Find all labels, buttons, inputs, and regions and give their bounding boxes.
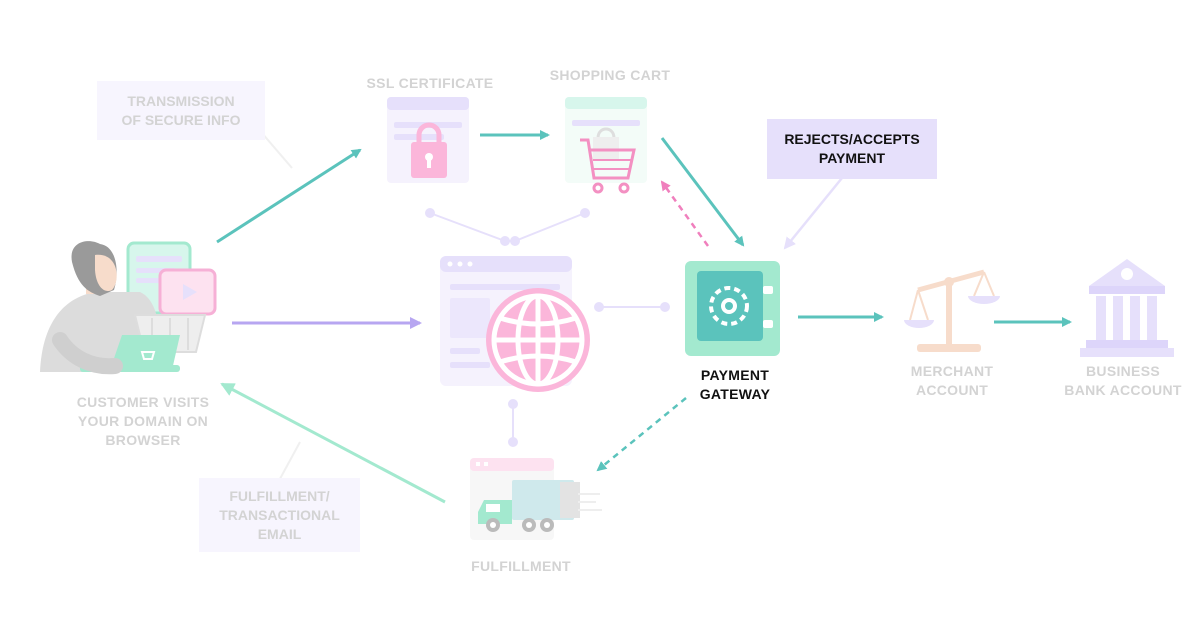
lock-icon bbox=[387, 97, 469, 183]
arrow-gateway-to-cart-dashed bbox=[660, 180, 710, 247]
shopping-cart-icon bbox=[565, 97, 647, 194]
customer-laptop-icon bbox=[40, 241, 217, 375]
delivery-truck-icon bbox=[470, 458, 602, 540]
arrow-cart-to-gateway bbox=[660, 137, 745, 247]
transmission-label-box: TRANSMISSION OF SECURE INFO bbox=[97, 81, 265, 140]
rejects-accepts-label: REJECTS/ACCEPTS PAYMENT bbox=[784, 131, 920, 166]
scales-icon bbox=[904, 269, 1000, 352]
rejects-accepts-label-box: REJECTS/ACCEPTS PAYMENT bbox=[767, 119, 937, 179]
payment-gateway-label: PAYMENT GATEWAY bbox=[699, 367, 771, 402]
fulfillment-email-label-box: FULFILLMENT/ TRANSACTIONAL EMAIL bbox=[199, 478, 360, 552]
fulfillment-email-label: FULFILLMENT/ TRANSACTIONAL EMAIL bbox=[219, 487, 340, 542]
shopping-cart-label: SHOPPING CART bbox=[549, 67, 671, 83]
globe-icon bbox=[440, 256, 590, 392]
arrow-customer-to-ssl bbox=[216, 148, 362, 244]
fulfillment-label: FULFILLMENT bbox=[471, 558, 571, 574]
customer-label: CUSTOMER VISITS YOUR DOMAIN ON BROWSER bbox=[76, 394, 210, 448]
arrow-fulfillment-to-customer bbox=[220, 382, 446, 504]
transmission-label: TRANSMISSION OF SECURE INFO bbox=[121, 92, 241, 128]
arrow-gateway-to-fulfillment-dashed bbox=[596, 397, 687, 472]
business-bank-label: BUSINESS BANK ACCOUNT bbox=[1064, 363, 1182, 398]
bank-icon bbox=[1080, 259, 1174, 357]
network-connectors bbox=[425, 208, 670, 447]
ssl-certificate-label: SSL CERTIFICATE bbox=[366, 75, 494, 91]
arrow-rejects-to-gateway bbox=[783, 177, 843, 250]
safe-icon bbox=[685, 261, 780, 356]
merchant-account-label: MERCHANT ACCOUNT bbox=[910, 363, 994, 398]
